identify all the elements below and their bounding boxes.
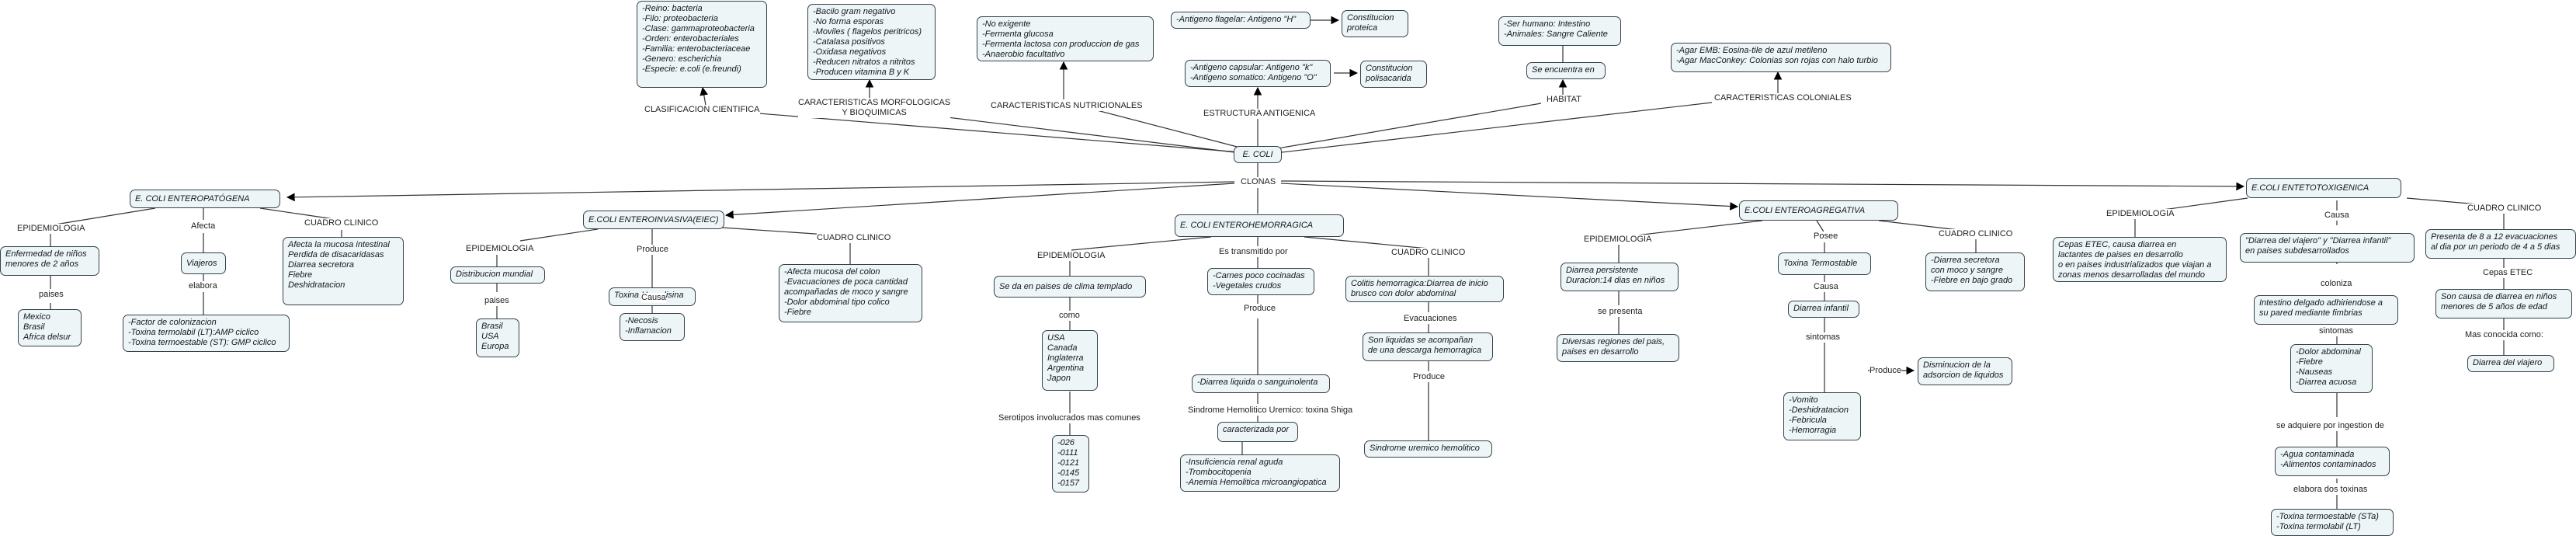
label-ehec-produce-2: Produce — [1413, 372, 1445, 382]
label-eiec-paises: paises — [484, 296, 509, 306]
label-ehec-transmitido: Es transmitido por — [1219, 247, 1288, 257]
label-ehec-evacuaciones: Evacuaciones — [1404, 314, 1457, 324]
label-ehec-cuadro-clinico: CUADRO CLINICO — [1391, 248, 1466, 258]
label-eaec-posee: Posee — [1814, 231, 1838, 242]
node-eaec-toxina[interactable]: Toxina Termostable — [1778, 252, 1871, 275]
node-etec-causa[interactable]: "Diarrea del viajero" y "Diarrea infanti… — [2240, 233, 2415, 263]
node-habitat-ser-humano[interactable]: -Ser humano: Intestino -Animales: Sangre… — [1498, 16, 1621, 46]
node-eiec[interactable]: E.COLI ENTEROINVASIVA(EIEC) — [583, 211, 724, 229]
node-se-encuentra-en[interactable]: Se encuentra en — [1526, 62, 1606, 79]
label-caracteristicas-coloniales: CARACTERISTICAS COLONIALES — [1714, 93, 1852, 103]
node-epec-epidemiologia[interactable]: Enfermedad de niños menores de 2 años — [0, 246, 99, 276]
label-eaec-cuadro-clinico: CUADRO CLINICO — [1939, 229, 2013, 239]
node-ehec-serotipos[interactable]: -026 -0111 -0121 -0145 -0157 — [1052, 435, 1089, 492]
label-eaec-sintomas: sintomas — [1806, 332, 1841, 343]
label-epec-cuadro-clinico: CUADRO CLINICO — [304, 218, 379, 228]
label-etec-cuadro-clinico: CUADRO CLINICO — [2467, 204, 2542, 214]
label-eiec-causa: Causa — [641, 293, 666, 303]
node-epec-factor[interactable]: -Factor de colonizacion -Toxina termolab… — [123, 315, 290, 352]
label-eaec-presenta: se presenta — [1598, 307, 1643, 317]
node-ehec-clima[interactable]: Se da en paises de clima templado — [994, 276, 1146, 298]
label-etec-epidemiologia: EPIDEMIOLOGIA — [2106, 209, 2175, 219]
node-eiec-clinico[interactable]: -Afecta mucosa del colon -Evacuaciones d… — [779, 264, 922, 322]
label-ehec-sindrome: Sindrome Hemolitico Uremico: toxina Shig… — [1188, 405, 1353, 416]
node-epec-clinico[interactable]: Afecta la mucosa intestinal Perdida de d… — [283, 237, 404, 305]
node-eaec-clinico[interactable]: -Diarrea secretora con moco y sangre -Fi… — [1925, 252, 2025, 291]
node-etec-clinico[interactable]: Presenta de 8 a 12 evacuaciones al dia p… — [2425, 229, 2576, 259]
node-clasificacion-cientifica[interactable]: -Reino: bacteria -Filo: proteobacteria -… — [637, 1, 767, 88]
label-eaec-epidemiologia: EPIDEMIOLOGIA — [1584, 235, 1652, 245]
node-ehec-caracterizado[interactable]: caracterizada por — [1217, 422, 1298, 442]
node-eiec-necrosis[interactable]: -Necosis -Inflamacion — [620, 313, 685, 341]
node-eaec-regiones[interactable]: Diversas regiones del pais, paises en de… — [1557, 334, 1679, 362]
label-etec-sintomas: sintomas — [2319, 326, 2354, 336]
node-eaec-diarrea[interactable]: Diarrea persistente Duracion:14 dias en … — [1561, 263, 1679, 291]
node-eaec[interactable]: E.COLI ENTEROAGREGATIVA (EAEC) — [1739, 200, 1898, 221]
node-ehec-paises[interactable]: USA Canada Inglaterra Argentina Japon — [1042, 330, 1098, 391]
label-ehec-epidemiologia: EPIDEMIOLOGIA — [1037, 251, 1106, 261]
label-epec-epidemiologia: EPIDEMIOLOGIA — [17, 224, 85, 234]
node-etec-cepas-son[interactable]: Son causa de diarrea en niños menores de… — [2435, 289, 2572, 318]
label-epec-paises: paises — [39, 290, 64, 300]
node-etec-sintomas[interactable]: -Dolor abdominal -Fiebre -Nauseas -Diarr… — [2290, 344, 2373, 393]
label-etec-adquiere: se adquiere por ingestion de — [2276, 421, 2384, 431]
node-eiec-distribucion[interactable]: Distribucion mundial — [450, 266, 545, 284]
label-etec-conocida: Mas conocida como: — [2465, 330, 2543, 340]
node-constitucion-proteica[interactable]: Constitucion proteica — [1342, 10, 1408, 37]
node-ehec[interactable]: E. COLI ENTEROHEMORRAGICA (EHEC) — [1175, 214, 1344, 237]
label-caracteristicas-nutricionales: CARACTERISTICAS NUTRICIONALES — [991, 101, 1143, 111]
label-clasificacion-cientifica: CLASIFICACION CIENTIFICA — [644, 105, 760, 115]
node-epec-paises[interactable]: Mexico Brasil Africa delsur — [18, 309, 82, 346]
label-eiec-cuadro-clinico: CUADRO CLINICO — [817, 233, 891, 243]
node-ehec-insuficiencia[interactable]: -Insuficiencia renal aguda -Trombocitope… — [1180, 454, 1340, 492]
node-eaec-sintomas[interactable]: -Vomito -Deshidratacion -Febricula -Hemo… — [1783, 392, 1861, 440]
node-agar[interactable]: -Agar EMB: Eosina-tile de azul metileno … — [1671, 43, 1891, 72]
node-ehec-carnes[interactable]: -Carnes poco cocinadas -Vegetales crudos — [1207, 268, 1314, 295]
label-eaec-produce: Produce — [1870, 366, 1901, 376]
label-ehec-como: como — [1059, 311, 1080, 321]
label-etec-causa: Causa — [2324, 211, 2349, 221]
root-node-ecoli[interactable]: E. COLI — [1234, 146, 1282, 163]
label-ehec-produce: Produce — [1244, 304, 1276, 314]
node-caracteristicas-nutricionales[interactable]: -No exigente -Fermenta glucosa -Fermenta… — [977, 16, 1154, 61]
label-etec-elabora: elabora dos toxinas — [2293, 485, 2368, 495]
node-ehec-colitis[interactable]: Colitis hemorragica:Diarrea de inicio br… — [1345, 276, 1504, 302]
label-estructura-antigenica: ESTRUCTURA ANTIGENICA — [1203, 109, 1316, 119]
node-etec-agua[interactable]: -Agua contaminada -Alimentos contaminado… — [2275, 447, 2390, 476]
label-ehec-serotipos: Serotipos involucrados mas comunes — [998, 413, 1140, 423]
node-eaec-disminucion[interactable]: Disminucion de la adsorcion de liquidos — [1918, 357, 2012, 385]
label-epec-elabora: elabora — [189, 281, 217, 291]
node-ehec-diarrea[interactable]: -Diarrea liquida o sanguinolenta — [1192, 374, 1330, 393]
node-etec-toxinas[interactable]: -Toxina termoestable (STa) -Toxina termo… — [2271, 509, 2394, 536]
node-antigeno-flagelar[interactable]: -Antigeno flagelar: Antigeno "H" — [1171, 12, 1311, 29]
node-etec[interactable]: E.COLI ENTETOTOXIGENICA (RTEC) — [2246, 178, 2401, 198]
label-etec-coloniza: coloniza — [2321, 279, 2352, 289]
label-clonas: CLONAS — [1241, 177, 1276, 187]
node-epec-viajeros[interactable]: Viajeros — [181, 252, 226, 274]
label-habitat: HABITAT — [1547, 95, 1581, 105]
label-caracteristicas-morfologicas: CARACTERISTICAS MORFOLOGICAS Y BIOQUIMIC… — [798, 98, 951, 118]
node-eiec-paises[interactable]: Brasil USA Europa — [476, 318, 519, 357]
node-epec[interactable]: E. COLI ENTEROPATÓGENA (EPEC) — [130, 190, 280, 208]
node-etec-intestino[interactable]: Intestino delgado adhiriendose a su pare… — [2254, 295, 2398, 325]
label-eaec-causa: Causa — [1814, 282, 1838, 292]
node-antigeno-capsular[interactable]: -Antigeno capsular: Antigeno "k" -Antige… — [1185, 60, 1331, 87]
node-constitucion-polisacarida[interactable]: Constitucion polisacarida — [1360, 61, 1427, 88]
label-eiec-produce: Produce — [637, 245, 668, 255]
node-ehec-liquidas[interactable]: Son liquidas se acompañan de una descarg… — [1363, 332, 1493, 361]
node-caracteristicas-morfologicas[interactable]: -Bacilo gram negativo -No forma esporas … — [807, 4, 936, 80]
label-eiec-epidemiologia: EPIDEMIOLOGIA — [466, 244, 534, 254]
label-etec-cepas: Cepas ETEC — [2483, 268, 2533, 278]
label-epec-afecta: Afecta — [191, 221, 216, 231]
node-eaec-infantil[interactable]: Diarrea infantil — [1788, 301, 1859, 318]
node-etec-viajero[interactable]: Diarrea del viajero — [2467, 355, 2554, 372]
node-etec-cepas[interactable]: Cepas ETEC, causa diarrea en lactantes d… — [2053, 237, 2227, 282]
node-ehec-sindrome[interactable]: Sindrome uremico hemolitico — [1364, 440, 1492, 458]
